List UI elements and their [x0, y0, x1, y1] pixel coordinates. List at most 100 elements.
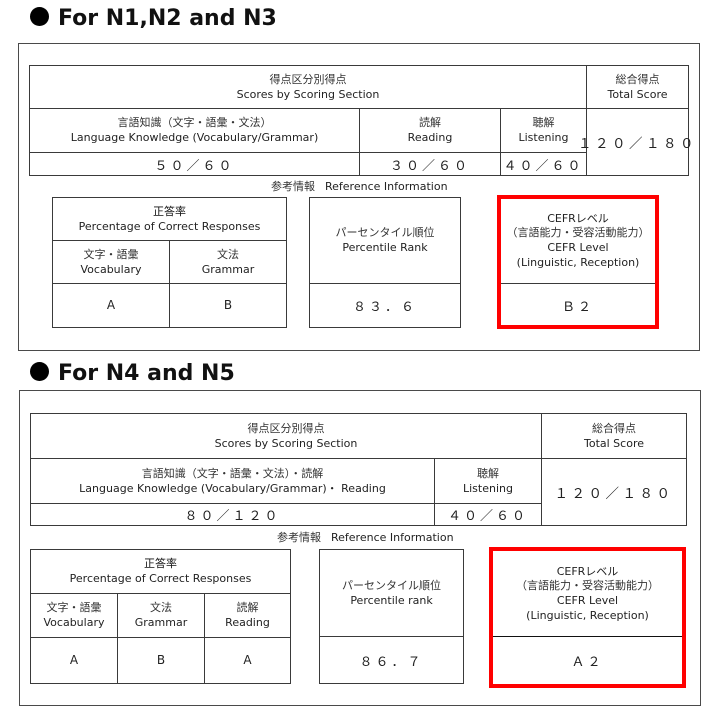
header-jp: 文字・語彙 [83, 247, 139, 261]
score-text: ８０／１２０ [184, 509, 281, 524]
reading-grade: A [204, 637, 291, 684]
score-text: ４０／６０ [447, 509, 528, 524]
reference-information-label: 参考情報 Reference Information [271, 180, 448, 194]
language-knowledge-reading-header: 言語知識（文字・語彙・文法）・読解 Language Knowledge (Vo… [30, 458, 435, 504]
header-jp: 得点区分別得点 [269, 72, 347, 86]
listening-score: ４０／６０ [500, 152, 587, 176]
cefr-line-2: （言語能力・受容活動能力） [506, 226, 650, 239]
section-title-n1-n3: For N1,N2 and N3 [30, 6, 277, 31]
header-jp: 言語知識（文字・語彙・文法）・読解 [141, 466, 324, 480]
cefr-line-4: (Linguistic, Reception) [516, 256, 640, 269]
reference-en: Reference Information [325, 180, 448, 193]
grammar-grade: B [117, 637, 205, 684]
header-jp: 読解 [419, 116, 441, 129]
header-jp: 聴解 [477, 466, 499, 480]
header-jp: 文法 [217, 247, 239, 261]
cefr-level-header: CEFRレベル （言語能力・受容活動能力） CEFR Level (Lingui… [492, 550, 683, 637]
header-en: Grammar [134, 616, 188, 629]
language-knowledge-reading-score: ８０／１２０ [30, 503, 435, 526]
cefr-level-header: CEFRレベル （言語能力・受容活動能力） CEFR Level (Lingui… [500, 198, 656, 284]
header-jp: 得点区分別得点 [247, 421, 325, 435]
header-jp: 言語知識（文字・語彙・文法） [117, 116, 272, 129]
score-text: ４０／６０ [503, 158, 584, 174]
cefr-level-value: Ａ２ [492, 637, 683, 683]
percentile-rank-value: ８６．７ [319, 636, 464, 684]
reading-score: ３０／６０ [359, 152, 501, 176]
header-en: Grammar [201, 262, 255, 276]
scores-by-section-header: 得点区分別得点 Scores by Scoring Section [29, 65, 587, 109]
header-en: Language Knowledge (Vocabulary/Grammar)・… [79, 481, 386, 495]
listening-header: 聴解 Listening [500, 108, 587, 153]
listening-score: ４０／６０ [434, 503, 542, 526]
vocabulary-header: 文字・語彙 Vocabulary [52, 240, 170, 284]
header-jp: 文法 [150, 601, 172, 614]
cefr-line-3: CEFR Level [547, 241, 609, 254]
grade-text: B [156, 653, 166, 667]
header-jp: 文字・語彙 [46, 601, 102, 614]
percentile-rank-value: ８３．６ [309, 283, 461, 328]
cefr-value-text: Ｂ２ [561, 299, 594, 315]
grade-text: A [69, 653, 79, 667]
header-en: Vocabulary [43, 616, 105, 629]
header-en: Percentile Rank [342, 241, 428, 254]
cefr-line-3: CEFR Level [556, 593, 619, 607]
vocabulary-header: 文字・語彙 Vocabulary [30, 593, 118, 638]
header-en: Listening [463, 481, 513, 495]
vocabulary-grade: A [30, 637, 118, 684]
header-jp: パーセンタイル順位 [335, 226, 435, 239]
correct-responses-header: 正答率 Percentage of Correct Responses [52, 197, 287, 241]
reference-jp: 参考情報 [271, 180, 315, 193]
total-score-header: 総合得点 Total Score [541, 413, 687, 459]
cefr-value-text: Ａ２ [571, 654, 604, 670]
cefr-line-4: (Linguistic, Reception) [526, 608, 649, 622]
grammar-grade: B [169, 283, 287, 328]
header-en: Percentage of Correct Responses [69, 572, 252, 585]
score-text: ３０／６０ [389, 158, 470, 174]
percentile-text: ８６．７ [359, 654, 424, 670]
reference-jp: 参考情報 [277, 531, 321, 544]
header-en: Vocabulary [80, 262, 142, 276]
total-score-value: １２０／１８０ [578, 108, 694, 176]
header-jp: 聴解 [532, 116, 555, 129]
reading-header: 読解 Reading [359, 108, 501, 153]
header-en: Total Score [584, 436, 644, 450]
language-knowledge-header: 言語知識（文字・語彙・文法） Language Knowledge (Vocab… [29, 108, 360, 153]
grade-text: A [106, 298, 116, 312]
header-en: Reading [225, 616, 270, 629]
listening-header: 聴解 Listening [434, 458, 542, 504]
total-score-header: 総合得点 Total Score [586, 65, 689, 109]
percentile-rank-header: パーセンタイル順位 Percentile Rank [309, 197, 461, 284]
grade-text: A [243, 653, 252, 667]
header-en: Scores by Scoring Section [214, 436, 358, 450]
header-jp: 総合得点 [592, 421, 636, 435]
percentile-text: ８３．６ [352, 300, 417, 315]
header-jp: 正答率 [144, 557, 177, 570]
grammar-header: 文法 Grammar [117, 593, 205, 638]
header-jp: 総合得点 [615, 72, 660, 86]
grade-text: B [223, 298, 233, 312]
header-jp: 正答率 [153, 204, 186, 218]
bullet-icon [30, 362, 49, 381]
header-en: Listening [518, 131, 569, 144]
reference-information-label: 参考情報 Reference Information [277, 531, 454, 545]
grammar-header: 文法 Grammar [169, 240, 287, 284]
section-title-text: For N4 and N5 [58, 361, 235, 386]
cefr-level-value: Ｂ２ [500, 284, 656, 326]
vocabulary-grade: A [52, 283, 170, 328]
cefr-line-1: CEFRレベル [547, 212, 609, 225]
score-text: ５０／６０ [154, 158, 235, 174]
cefr-line-1: CEFRレベル [556, 564, 619, 578]
total-score-text: １２０／１８０ [554, 486, 674, 502]
bullet-icon [30, 7, 49, 26]
total-score-text: １２０／１８０ [578, 136, 697, 152]
header-jp: パーセンタイル順位 [342, 578, 441, 592]
header-jp: 読解 [236, 601, 259, 614]
header-en: Reading [407, 131, 453, 144]
reading-header: 読解 Reading [204, 593, 291, 638]
reference-en: Reference Information [331, 531, 454, 544]
cefr-line-2: （言語能力・受容活動能力） [516, 578, 659, 592]
header-en: Percentile rank [350, 593, 433, 607]
correct-responses-header: 正答率 Percentage of Correct Responses [30, 549, 291, 594]
header-en: Language Knowledge (Vocabulary/Grammar) [70, 131, 319, 144]
scores-by-section-header: 得点区分別得点 Scores by Scoring Section [30, 413, 542, 459]
